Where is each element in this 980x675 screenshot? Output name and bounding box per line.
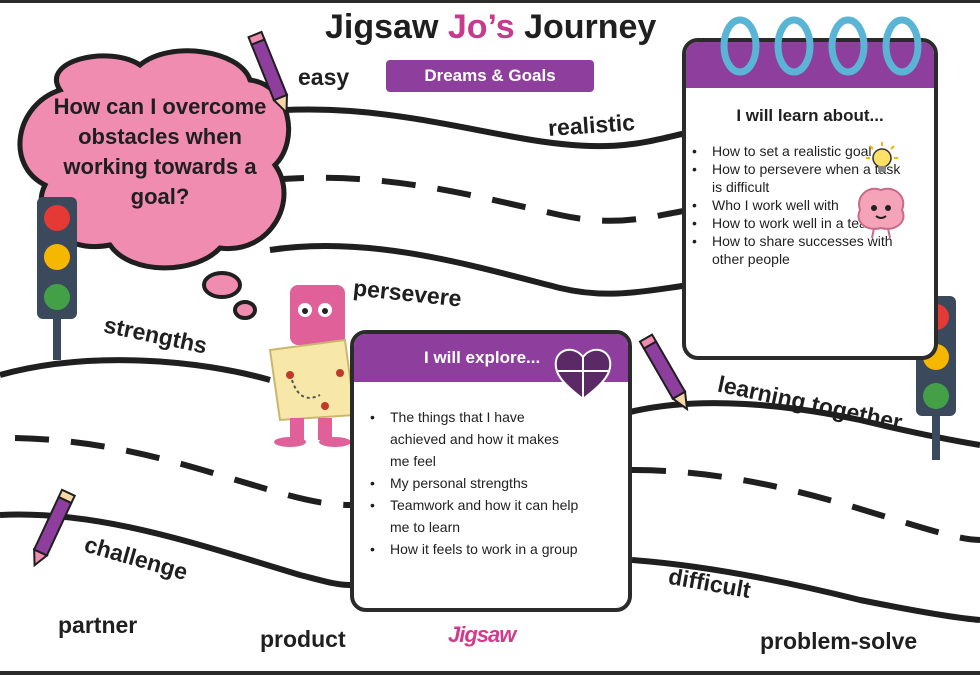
pencil-icon: [247, 30, 289, 115]
explore-list: The things that I have achieved and how …: [364, 406, 579, 560]
upper-road-top-edge: [199, 106, 701, 150]
thought-cloud-icon: [17, 48, 292, 320]
explore-card: I will explore... The things that I have…: [350, 330, 632, 612]
list-item: My personal strengths: [364, 472, 579, 494]
word-easy: easy: [298, 64, 350, 90]
jigsaw-character-icon: [268, 285, 357, 447]
list-item: How it feels to work in a group: [364, 538, 579, 560]
list-item: How to set a realistic goal: [686, 142, 904, 160]
dreams-goals-label: Dreams & Goals: [386, 60, 594, 92]
lower-road-top-edge: [0, 357, 980, 448]
brain-icon: [857, 187, 905, 239]
traffic-light-icon: [37, 197, 77, 360]
pencil-icon: [32, 488, 77, 568]
list-item: How to share successes with other people: [686, 232, 904, 268]
word-partner: partner: [58, 612, 138, 638]
heart-puzzle-icon: [554, 348, 612, 401]
thought-question: How can I overcome obstacles when workin…: [53, 94, 267, 209]
list-item: Who I work well with: [686, 196, 904, 214]
word-problem-solve: problem-solve: [760, 628, 918, 654]
word-product: product: [260, 626, 346, 652]
list-item: How to work well in a team: [686, 214, 904, 232]
lower-road-bottom-edge: [0, 511, 980, 623]
learn-list: How to set a realistic goal How to perse…: [686, 142, 904, 268]
notebook-rings-icon: [720, 16, 922, 76]
upper-road-bottom-edge: [269, 243, 691, 297]
list-item: How to persevere when a task is difficul…: [686, 160, 904, 196]
lower-road-center-line: [14, 435, 980, 543]
pencil-icon: [638, 333, 689, 412]
list-item: Teamwork and how it can help me to learn: [364, 494, 579, 538]
upper-road-center-line: [269, 174, 691, 224]
list-item: The things that I have achieved and how …: [364, 406, 579, 472]
lightbulb-icon: [866, 142, 898, 172]
learn-card-heading: I will learn about...: [736, 106, 884, 125]
jigsaw-logo: Jigsaw: [448, 622, 516, 647]
page-title: Jigsaw Jo’s Journey: [325, 8, 657, 46]
